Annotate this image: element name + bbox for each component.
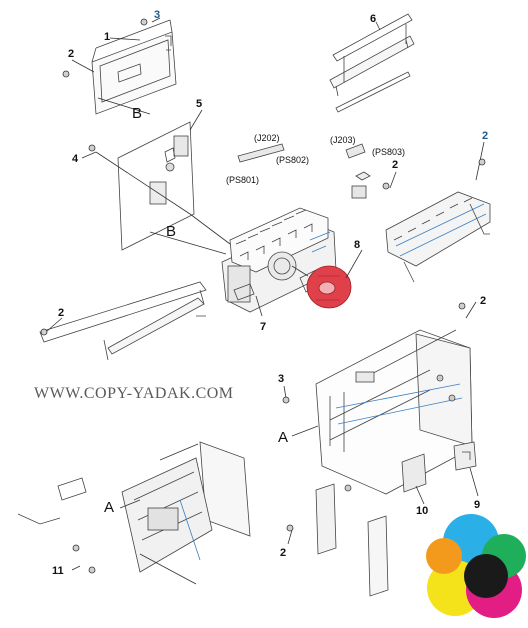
left-side-panel [17,441,251,573]
screw-icon [458,302,466,310]
screw-icon [40,328,48,336]
signal-j202: (J202) [254,133,280,143]
callout-1: 1 [104,31,111,43]
part-10-bracket [401,453,427,493]
connector-j203 [345,143,366,159]
callout-6: 6 [370,13,377,25]
left-rail-bracket [39,281,207,361]
watermark-text: WWW.COPY-YADAK.COM [34,385,234,402]
part-7-main-assembly [221,207,337,313]
right-upper-assembly [351,171,491,283]
leader-lines [45,17,485,585]
screw-icon [140,18,148,26]
lower-right-covers [315,483,389,597]
callout-7: 7 [260,321,267,333]
signal-ps802: (PS802) [276,155,310,165]
callout-3-frame: 3 [278,373,285,385]
part-1-cover-panel [91,19,177,115]
screw-icon [88,144,96,152]
connector-j202 [237,143,285,163]
screw-icon [286,524,294,532]
callout-8: 8 [354,239,361,251]
screw-icon [62,70,70,78]
callout-2-left: 2 [58,307,65,319]
callout-5: 5 [196,98,203,110]
callout-9: 9 [474,499,481,511]
callout-3: 3 [154,9,161,21]
signal-ps801: (PS801) [226,175,260,185]
callout-2-right: 2 [482,130,489,142]
screw-icon [282,396,290,404]
callout-11: 11 [52,565,64,577]
callout-4: 4 [72,153,79,165]
callout-2-bottom: 2 [280,547,287,559]
part-9-bracket [453,441,477,471]
ref-letter-a-panel: A [104,499,115,516]
ref-letter-b-top: B [132,105,143,122]
screw-icon [478,158,486,166]
callout-2: 2 [68,48,75,60]
signal-j203: (J203) [330,135,356,145]
ref-letter-a-frame: A [278,429,289,446]
part-8-pickup-roller [306,265,352,309]
screw-icon [382,182,390,190]
part-6-guide [329,13,415,113]
screw-icon [72,544,80,552]
callout-10: 10 [416,505,429,517]
callout-2-frame: 2 [480,295,487,307]
callout-2-center: 2 [392,159,399,171]
screw-icon [88,566,96,574]
ref-letter-b-mid: B [166,223,177,240]
main-frame [315,329,473,495]
color-wheel-logo [426,514,526,618]
signal-ps803: (PS803) [372,147,406,157]
part-5-sensor-assembly [117,121,195,251]
